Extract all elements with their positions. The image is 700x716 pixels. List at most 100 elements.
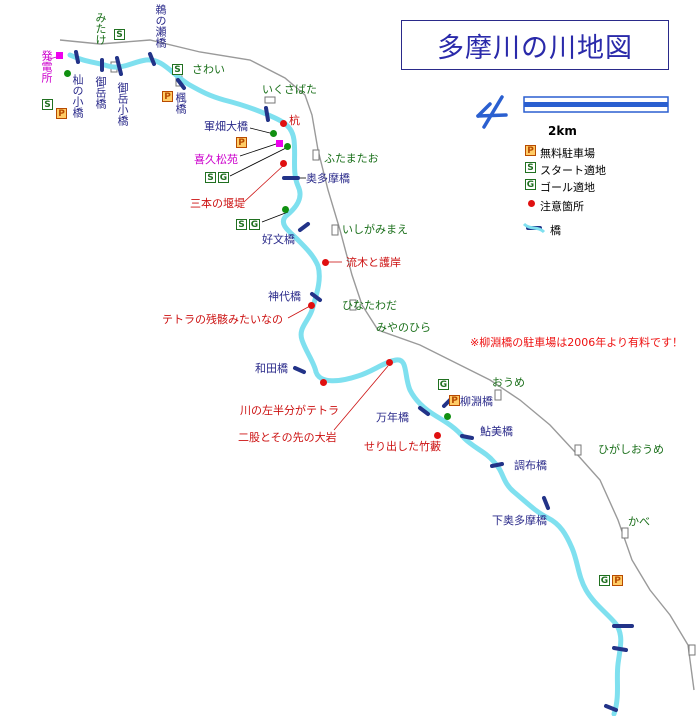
map-title: 多摩川の川地図 — [437, 32, 633, 64]
bridge-mark-ayumi — [460, 434, 474, 440]
legend-label-parking: 無料駐車場 — [540, 147, 595, 160]
railway-line — [59, 39, 695, 691]
badge-s-okutama: S — [205, 172, 216, 183]
bridge-label-yanagibuchi: 柳淵橋 — [460, 395, 493, 408]
bridge-mark-kaede — [176, 78, 186, 90]
station-block-hinatawada — [349, 299, 357, 311]
badge-s-kobun: S — [236, 219, 247, 230]
station-mitake: みたけ — [94, 12, 107, 45]
bridge-mark-kobun — [298, 222, 310, 232]
bridge-label-shimookutama: 下奥多摩橋 — [492, 514, 547, 527]
bridge-mark-mitakekobashi — [115, 56, 123, 76]
map-title-box: 多摩川の川地図 — [401, 20, 669, 70]
leader-sanbon — [243, 164, 285, 203]
legend-s-badge: S — [525, 162, 536, 173]
leader-sg2 — [261, 211, 289, 223]
badge-s-power: S — [42, 99, 53, 110]
facility-power-plant: 発電所 — [40, 50, 53, 83]
station-block-ikusabata — [264, 96, 276, 104]
caution-ryuboku: 流木と護岸 — [346, 256, 401, 269]
caution-hidari: 川の左半分がテトラ — [240, 404, 339, 417]
badge-g-lower: G — [599, 575, 610, 586]
caution-dot-sanbon — [280, 160, 287, 167]
bridge-label-sennokobashi: 杣の小橋 — [71, 74, 84, 118]
legend-label-start: スタート適地 — [540, 164, 606, 177]
bridge-label-wada: 和田橋 — [255, 362, 288, 375]
leader-futamata — [333, 365, 389, 431]
parking-notice: ※柳淵橋の駐車場は2006年より有料です！ — [470, 336, 683, 349]
north-arrow — [476, 95, 508, 129]
access-dot-yanagibuchi — [444, 413, 451, 420]
bridge-mark-wada — [293, 366, 306, 374]
bridge-label-ayumi: 鮎美橋 — [480, 425, 513, 438]
legend-label-caution: 注意箇所 — [540, 200, 584, 213]
facility-kikyu: 喜久松苑 — [194, 153, 238, 166]
caution-futamata: 二股とその先の大岩 — [238, 431, 337, 444]
bridge-mark-shimookutama — [542, 496, 550, 510]
caution-dot-ryuboku — [322, 259, 329, 266]
badge-g-yanagibuchi: G — [438, 379, 449, 390]
bridge-label-kanshiro: 神代橋 — [268, 290, 301, 303]
caution-sanbon: 三本の堰堤 — [190, 197, 245, 210]
power-plant-marker — [56, 52, 63, 59]
bridge-label-unose: 鵜の瀬橋 — [154, 4, 167, 48]
legend-g-badge: G — [525, 179, 536, 190]
legend-river-symbol — [522, 222, 546, 234]
leader-sg1 — [229, 147, 287, 177]
bridge-mark-mannen — [418, 406, 430, 416]
station-hinatawada: ひなたわだ — [342, 299, 397, 312]
leader-kikyu — [239, 143, 277, 157]
bridge-mark-kanshiro — [310, 292, 322, 302]
badge-p-power: P — [56, 108, 67, 119]
caution-dot-tetra — [308, 302, 315, 309]
legend-caution-dot — [528, 200, 535, 207]
badge-g-kobun: G — [249, 219, 260, 230]
station-ikusabata: いくさばた — [262, 83, 317, 96]
bridge-label-mitakebashi: 御岳橋 — [94, 76, 107, 109]
badge-s-sawai: S — [172, 64, 183, 75]
caution-dot-hidari — [320, 379, 327, 386]
legend-p-badge: P — [525, 145, 536, 156]
caution-dot-takeyabu — [434, 432, 441, 439]
station-block-oume — [494, 389, 502, 401]
caution-dot-futamata — [386, 359, 393, 366]
bridge-label-chofu: 調布橋 — [514, 459, 547, 472]
bridge-label-gunbatake: 軍畑大橋 — [204, 120, 248, 133]
access-dot-sennokobashi — [64, 70, 71, 77]
bridge-label-okutama: 奥多摩橋 — [306, 172, 350, 185]
access-dot-gunbatake — [270, 130, 277, 137]
legend-label-bridge: 橋 — [550, 224, 561, 237]
station-block-kabe — [621, 527, 629, 539]
station-oume: おうめ — [492, 376, 525, 389]
station-ishigamimae: いしがみまえ — [342, 223, 408, 236]
station-sawai: さわい — [192, 63, 225, 76]
bridge-label-mitakekobashi: 御岳小橋 — [116, 82, 129, 126]
station-miyanohira: みやのひら — [376, 321, 431, 334]
station-block-end — [688, 644, 696, 656]
leader-tetra — [287, 305, 311, 319]
badge-g-okutama: G — [218, 172, 229, 183]
legend-label-goal: ゴール適地 — [540, 181, 595, 194]
bridge-label-mannen: 万年橋 — [376, 411, 409, 424]
station-kabe: かべ — [628, 515, 650, 528]
scale-label: 2km — [548, 124, 577, 138]
station-block-futamatao — [312, 149, 320, 161]
badge-p-yanagibuchi: P — [449, 395, 460, 406]
bridge-label-kobun: 好文橋 — [262, 233, 295, 246]
bridge-mark-chofu — [490, 462, 504, 468]
kikyu-marker — [276, 140, 283, 147]
caution-tetra: テトラの残骸みたいなの — [162, 313, 283, 326]
access-dot-kikyu — [284, 143, 291, 150]
tama-river — [67, 52, 624, 716]
bridge-mark-gunbatake — [264, 106, 270, 122]
badge-p-lower: P — [612, 575, 623, 586]
bridge-mark-sennokobashi — [74, 50, 80, 64]
station-higashioume: ひがしおうめ — [598, 443, 664, 456]
badge-p-kaede: P — [162, 91, 173, 102]
caution-dot-kui — [280, 120, 287, 127]
caution-takeyabu: せり出した竹藪 — [364, 440, 441, 453]
caution-kui: 杭 — [289, 114, 300, 127]
badge-s-mitake: S — [114, 29, 125, 40]
